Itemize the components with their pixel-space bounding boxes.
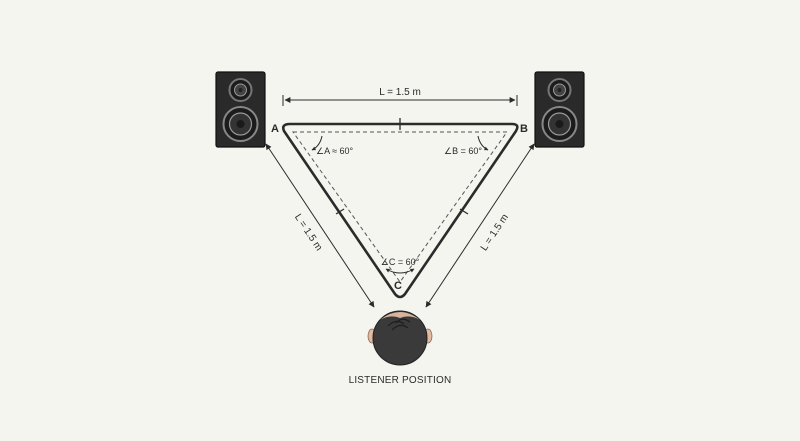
vertex-a-label: A (271, 123, 279, 135)
left-speaker-icon (215, 71, 266, 148)
top-dimension (282, 95, 518, 106)
vertex-b-label: B (520, 123, 528, 135)
vertex-c-label: C (394, 280, 402, 292)
listener-position-label: LISTENER POSITION (349, 375, 452, 386)
right-speaker-icon (534, 71, 585, 148)
right-dimension-label: L = 1.5 m (479, 212, 511, 253)
angle-b-arc (477, 135, 489, 151)
angle-b-label: ∠B = 60° (444, 146, 482, 156)
angle-c-label: ∠C = 60° (381, 257, 420, 267)
top-dimension-label: L = 1.5 m (379, 87, 421, 98)
listener-head-icon (367, 310, 433, 366)
angle-c-arc (385, 268, 415, 274)
angle-a-label: ∠A ≈ 60° (316, 146, 354, 156)
triangle-outline (281, 122, 519, 299)
right-dimension (425, 143, 535, 308)
angle-a-arc (311, 135, 323, 151)
left-dimension-label: L = 1.5 m (292, 212, 324, 253)
left-dimension (265, 143, 375, 308)
